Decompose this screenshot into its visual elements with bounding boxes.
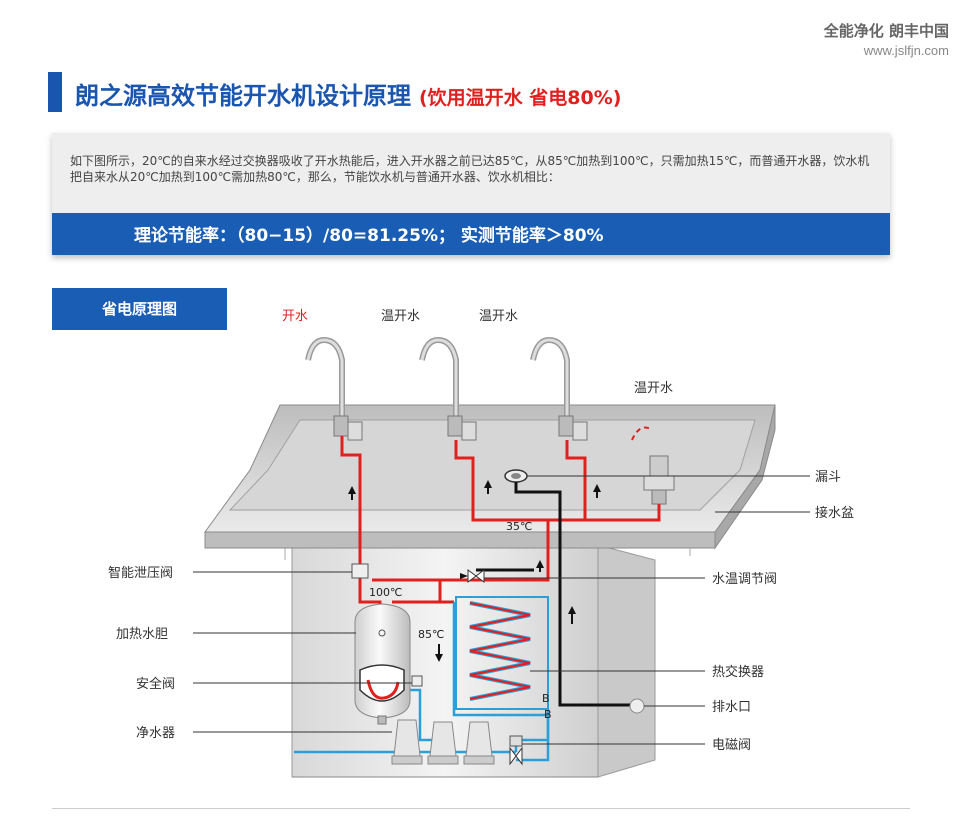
label-basin: 接水盆	[815, 505, 854, 521]
leader-lines	[193, 475, 810, 745]
label-heating-tank: 加热水胆	[116, 627, 168, 642]
faucet-warm-2[interactable]	[530, 336, 588, 441]
title-accent-bar	[48, 72, 62, 112]
drain-outlet	[629, 698, 645, 714]
page-title-main: 朗之源高效节能开水机设计原理	[75, 82, 411, 110]
flow-arrows	[348, 480, 601, 662]
heating-tank	[354, 603, 411, 725]
section-tab: 省电原理图	[52, 288, 227, 330]
faucet-hot[interactable]	[305, 336, 363, 441]
page-title-sub: (饮用温开水 省电80%)	[419, 87, 622, 109]
temp-valve	[467, 569, 485, 583]
faucet-warm-3[interactable]	[631, 426, 675, 505]
page-title: 朗之源高效节能开水机设计原理 (饮用温开水 省电80%)	[75, 76, 621, 111]
solenoid-valve	[509, 735, 523, 766]
label-drain: 排水口	[712, 700, 751, 715]
drain-pipe	[476, 482, 636, 707]
label-warm-water-2: 温开水	[479, 309, 518, 324]
label-warm-water-3: 温开水	[634, 381, 673, 396]
description-box: 如下图所示，20℃的自来水经过交换器吸收了开水热能后，进入开水器之前已达85℃，…	[52, 133, 890, 255]
label-heat-exchanger: 热交换器	[712, 664, 764, 680]
label-relief-valve: 智能泄压阀	[108, 566, 173, 581]
purifier-filters	[391, 719, 495, 765]
label-safety-valve: 安全阀	[136, 676, 175, 692]
faucet-warm-1[interactable]	[419, 336, 477, 441]
heat-exchanger	[455, 596, 549, 710]
label-hot-water: 开水	[282, 309, 308, 324]
efficiency-text: 理论节能率：（80−15）/80=81.25%； 实测节能率＞80%	[134, 226, 604, 246]
footer-divider	[52, 808, 910, 809]
label-temp-valve: 水温调节阀	[712, 572, 777, 587]
safety-valve-fitting	[411, 675, 423, 687]
temp-100: 100℃	[369, 586, 402, 599]
funnel	[504, 469, 528, 483]
description-text: 如下图所示，20℃的自来水经过交换器吸收了开水热能后，进入开水器之前已达85℃，…	[70, 154, 870, 184]
label-warm-water-1: 温开水	[381, 309, 420, 324]
sink-basin	[204, 404, 776, 560]
brand-url[interactable]: www.jslfjn.com	[863, 43, 949, 58]
brand-name: 全能净化 朗丰中国	[823, 22, 949, 40]
label-funnel: 漏斗	[815, 469, 841, 485]
label-purifier: 净水器	[136, 726, 175, 741]
mark-b-1: B	[542, 692, 550, 705]
temp-35: 35℃	[506, 520, 532, 533]
efficiency-band: 理论节能率：（80−15）/80=81.25%； 实测节能率＞80%	[52, 213, 890, 255]
label-solenoid: 电磁阀	[712, 738, 751, 753]
mark-b-2: B	[544, 708, 552, 721]
hot-pipes	[340, 436, 661, 612]
relief-valve	[351, 563, 369, 579]
temp-85: 85℃	[418, 628, 444, 641]
